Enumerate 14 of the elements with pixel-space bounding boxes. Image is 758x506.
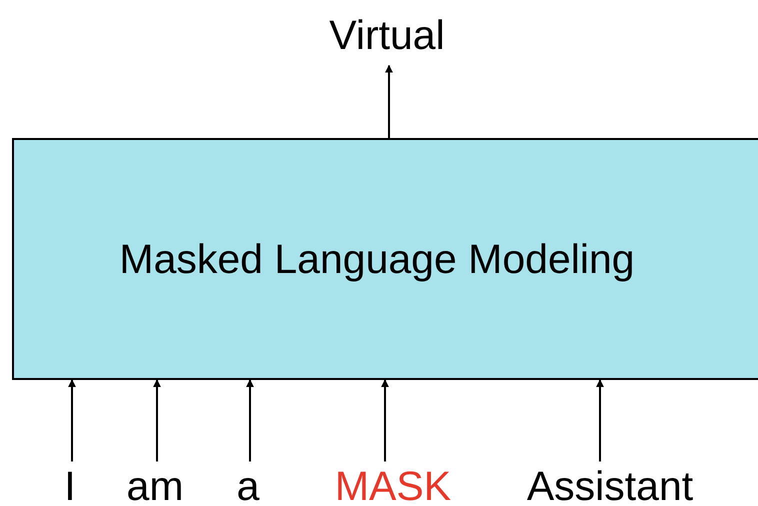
arrow: [68, 379, 76, 462]
model-box: [12, 138, 758, 380]
arrow: [246, 379, 254, 462]
output-label: Virtual: [329, 14, 445, 56]
token-label: Assistant: [526, 466, 694, 506]
token-label: a: [236, 466, 260, 506]
token-label: MASK: [334, 466, 452, 506]
arrow: [153, 379, 161, 462]
token-label: am: [126, 466, 184, 506]
token-label: I: [64, 466, 76, 506]
arrow: [381, 379, 389, 462]
arrow: [385, 64, 393, 138]
box-label: Masked Language Modeling: [119, 238, 636, 280]
arrow: [596, 379, 604, 462]
